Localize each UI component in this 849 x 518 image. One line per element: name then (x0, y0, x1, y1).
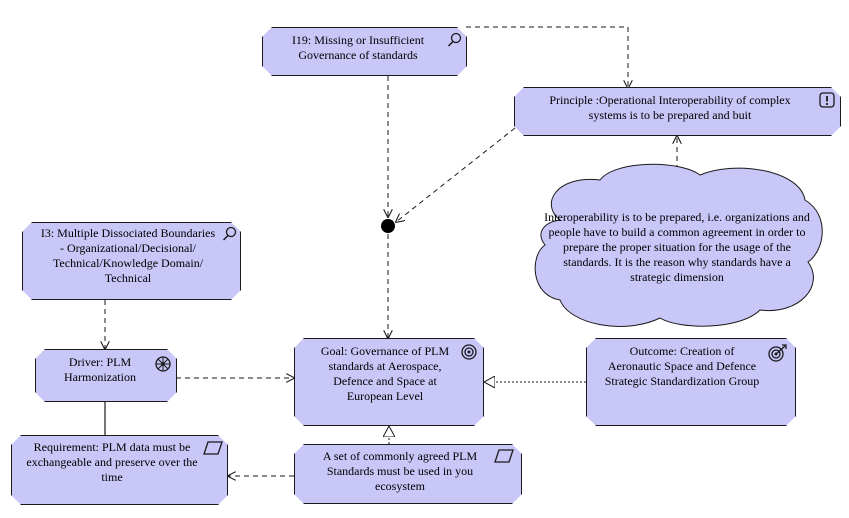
principle-label: Principle :Operational Interoperability … (549, 93, 791, 122)
issue-i3-node[interactable] (22, 222, 241, 300)
parallelogram-icon (494, 449, 514, 463)
goal-node[interactable] (294, 338, 484, 426)
junction-dot (381, 219, 395, 233)
requirement-node[interactable] (11, 435, 228, 505)
issue-i19-label: I19: Missing or Insufficient Governance … (291, 33, 425, 62)
driver-node[interactable] (35, 349, 177, 402)
parallelogram-icon (203, 441, 223, 455)
target-arrow-icon (768, 344, 787, 362)
magnifier-icon (222, 226, 237, 241)
wheel-icon (155, 356, 171, 372)
target-icon (461, 344, 477, 360)
edge-i19-principle (466, 26, 628, 88)
exclamation-icon (819, 92, 835, 108)
edge-principle-junction (396, 127, 516, 222)
goal-label: Goal: Governance of PLM standards at Aer… (320, 344, 450, 403)
plm-standards-node[interactable] (294, 444, 522, 504)
outcome-node[interactable] (586, 338, 796, 426)
cloud-shape (534, 163, 823, 327)
issue-i19-node[interactable] (262, 27, 467, 76)
principle-node[interactable] (514, 87, 841, 136)
outcome-label: Outcome: Creation of Aeronautic Space an… (604, 344, 760, 388)
issue-i3-label: I3: Multiple Dissociated Boundaries - Or… (40, 226, 216, 285)
requirement-label: Requirement: PLM data must be exchangeab… (26, 440, 198, 484)
driver-label: Driver: PLM Harmonization (64, 355, 136, 384)
magnifier-icon (447, 32, 462, 47)
cloud-note-label: Interoperability is to be prepared, i.e.… (544, 210, 810, 284)
plm-standards-label: A set of commonly agreed PLM Standards m… (322, 449, 478, 493)
